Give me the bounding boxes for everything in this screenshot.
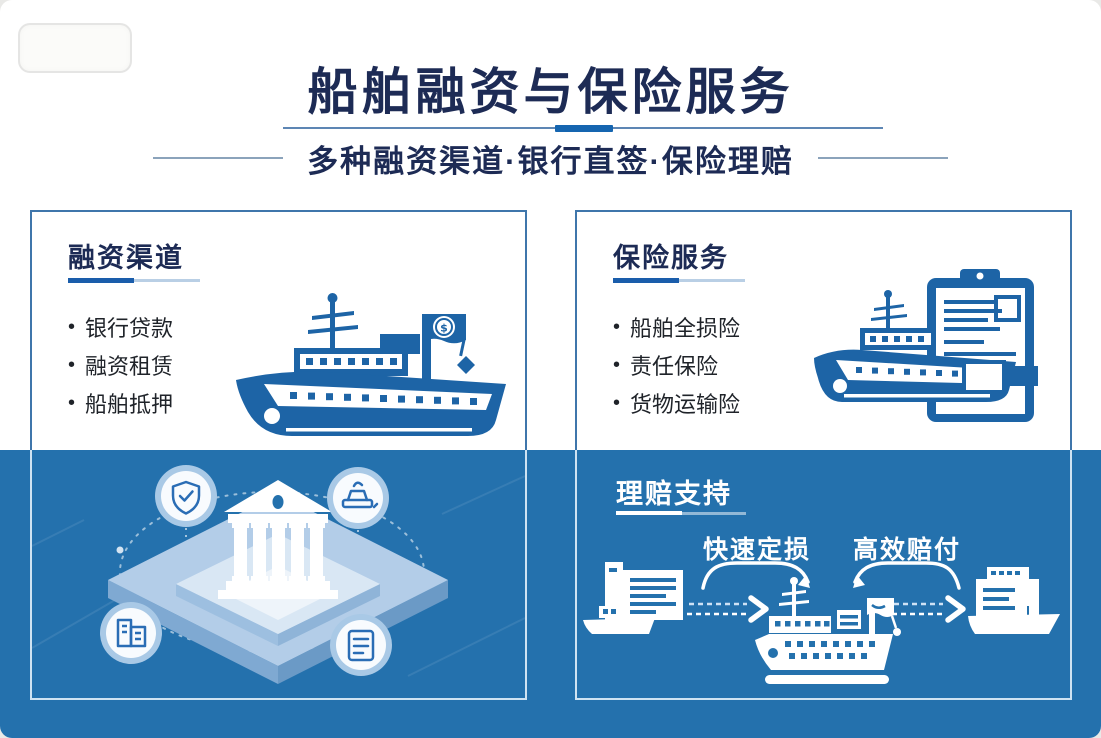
payment-document-ship-icon xyxy=(968,567,1060,634)
shield-check-icon xyxy=(171,480,201,515)
list-item: •船舶全损险 xyxy=(613,308,740,346)
insurance-card: 保险服务 •船舶全损险 •责任保险 •货物运输险 xyxy=(575,210,1072,700)
insurance-list: •船舶全损险 •责任保险 •货物运输险 xyxy=(613,308,740,422)
list-item: •责任保险 xyxy=(613,346,740,384)
subtitle-row: 多种融资渠道·银行直签·保险理赔 xyxy=(0,138,1101,179)
subtitle-right-dash xyxy=(817,157,948,159)
cargo-ship-white-icon xyxy=(755,577,901,684)
financing-card-top: 融资渠道 •银行贷款 •融资租赁 •船舶抵押 xyxy=(30,210,527,450)
list-item: •船舶抵押 xyxy=(68,384,173,422)
cargo-ship-money-flag-icon: $ xyxy=(236,293,506,436)
insurance-card-top: 保险服务 •船舶全损险 •责任保险 •货物运输险 xyxy=(575,210,1072,450)
claims-step-2-label: 高效赔付 xyxy=(853,536,962,564)
financing-item-3: 船舶抵押 xyxy=(85,392,174,417)
stamp-icon xyxy=(341,481,379,509)
list-item: •银行贷款 xyxy=(68,308,173,346)
bank-building-icon xyxy=(218,480,338,599)
page-title: 船舶融资与保险服务 xyxy=(307,64,794,120)
list-item: •货物运输险 xyxy=(613,384,740,422)
financing-item-2: 融资租赁 xyxy=(85,354,174,379)
title-divider xyxy=(283,125,883,132)
claims-step-1-label: 快速定损 xyxy=(703,536,812,564)
page-subtitle: 多种融资渠道·银行直签·保险理赔 xyxy=(307,143,794,179)
claim-document-ship-icon xyxy=(583,562,683,634)
financing-heading-underline xyxy=(68,278,200,283)
financing-card: 融资渠道 •银行贷款 •融资租赁 •船舶抵押 xyxy=(30,210,527,700)
claims-heading-underline xyxy=(616,511,746,515)
list-item: •融资租赁 xyxy=(68,346,173,384)
subtitle-left-dash xyxy=(153,157,284,159)
checklist-icon xyxy=(347,629,375,662)
ship-clipboard-policy-icon xyxy=(814,269,1038,422)
insurance-item-1: 船舶全损险 xyxy=(630,316,741,341)
insurance-item-2: 责任保险 xyxy=(630,354,719,379)
buildings-icon xyxy=(116,618,147,648)
insurance-heading: 保险服务 xyxy=(613,243,729,273)
insurance-item-3: 货物运输险 xyxy=(630,392,741,417)
svg-text:$: $ xyxy=(440,322,448,335)
financing-card-bottom xyxy=(30,450,527,700)
financing-list: •银行贷款 •融资租赁 •船舶抵押 xyxy=(68,308,173,422)
claims-flow-diagram xyxy=(583,561,1060,684)
claims-heading: 理赔支持 xyxy=(616,479,732,509)
watermark-badge xyxy=(18,23,132,73)
claims-card-bottom: 理赔支持 快速定损 高效赔付 xyxy=(575,450,1072,700)
bank-platform-scene xyxy=(32,465,525,684)
financing-heading: 融资渠道 xyxy=(68,243,184,273)
insurance-heading-underline xyxy=(613,278,745,283)
financing-item-1: 银行贷款 xyxy=(85,316,174,341)
